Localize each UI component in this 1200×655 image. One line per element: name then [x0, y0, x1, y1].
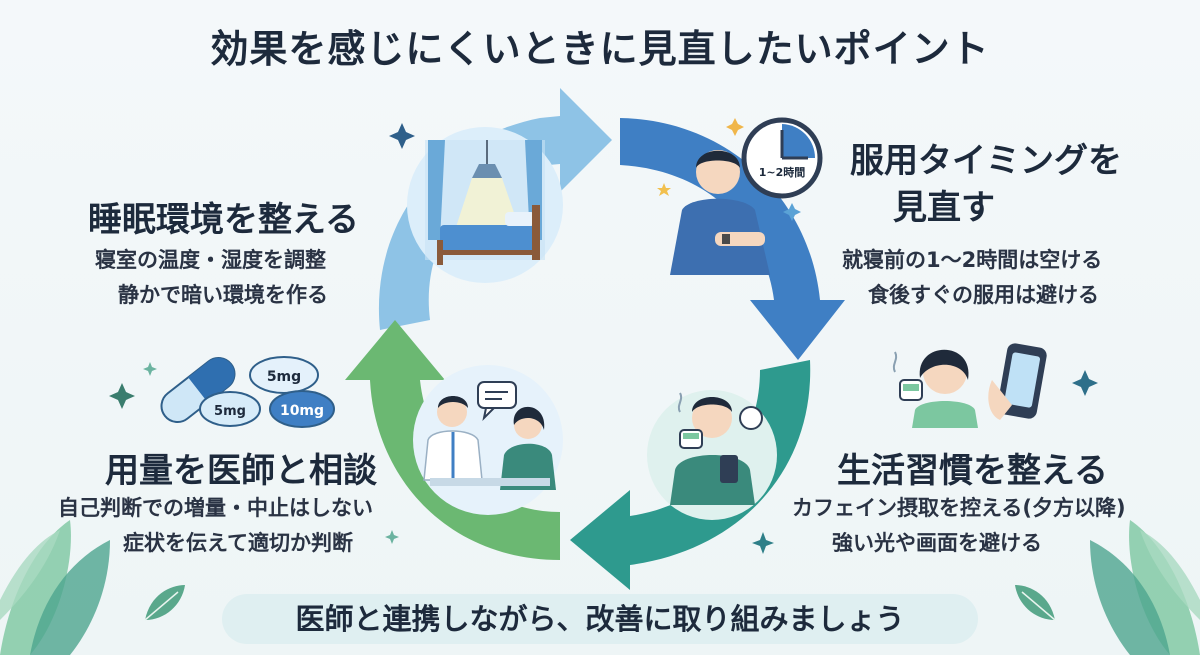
- star-icon: [657, 183, 671, 196]
- bedroom-illustration: [407, 127, 563, 283]
- pill-label: 5mg: [214, 404, 246, 419]
- leaf-icon: [1015, 585, 1056, 621]
- page-title: 効果を感じにくいときに見直したいポイント: [210, 27, 990, 71]
- sparkle-icon: [1072, 370, 1098, 396]
- lifestyle-line-1: カフェイン摂取を控える(夕方以降): [792, 496, 1126, 520]
- leaf-icon: [1090, 520, 1200, 655]
- caffeine-illustration: [892, 349, 978, 428]
- sleep-env-line-1: 寝室の温度・湿度を調整: [95, 248, 326, 272]
- cycle-arrow-sleep: [378, 88, 612, 330]
- clock-icon: [741, 117, 823, 199]
- sparkle-icon: [726, 118, 744, 136]
- bed-icon: [437, 205, 540, 265]
- sparkle-icon: [752, 532, 774, 554]
- sparkle-icon: [143, 362, 157, 376]
- lifestyle-heading: 生活習慣を整える: [837, 451, 1108, 491]
- lifestyle-illustration: [647, 390, 777, 520]
- timing-illustration: [657, 117, 823, 275]
- sparkle-icon: [109, 383, 135, 409]
- smartphone-icon: [720, 455, 738, 483]
- pill-label: 10mg: [280, 403, 324, 419]
- leaf-icon: [0, 520, 110, 655]
- sparkle-icon: [385, 530, 399, 544]
- cycle-arrow-timing: [620, 118, 845, 360]
- cycle-arrow-lifestyle: [570, 360, 811, 590]
- sparkle-icon: [389, 123, 415, 149]
- doctor-consultation-illustration: [413, 365, 563, 515]
- dosage-line-1: 自己判断での増量・中止はしない: [58, 496, 373, 520]
- pill-label: 5mg: [267, 369, 301, 385]
- timing-heading-line-2: 見直す: [893, 188, 995, 228]
- timing-line-2: 食後すぐの服用は避ける: [868, 283, 1099, 307]
- sleep-env-heading: 睡眠環境を整える: [88, 200, 359, 240]
- pill-icon: [249, 356, 319, 394]
- sleep-env-line-2: 静かで暗い環境を作る: [118, 283, 328, 307]
- cycle-arrow-dosage: [345, 320, 560, 560]
- clock-label: 1~2時間: [759, 165, 806, 179]
- lamp-icon: [455, 140, 520, 230]
- speech-bubble-icon: [477, 381, 517, 422]
- sparkle-icon: [783, 203, 801, 221]
- dosage-line-2: 症状を伝えて適切か判断: [123, 531, 353, 555]
- dosage-heading: 用量を医師と相談: [105, 451, 377, 491]
- timing-line-1: 就寝前の1〜2時間は空ける: [842, 248, 1103, 272]
- tea-cup-icon: [677, 392, 703, 449]
- timing-heading-line-1: 服用タイミングを: [850, 141, 1122, 181]
- pill-icon: [269, 390, 335, 428]
- leaf-icon: [144, 585, 185, 621]
- bottom-banner: 医師と連携しながら、改善に取り組みましょう: [222, 594, 978, 644]
- pill-icon: [199, 391, 261, 427]
- lifestyle-line-2: 強い光や画面を避ける: [832, 531, 1042, 555]
- smartphone-icon: [988, 343, 1047, 420]
